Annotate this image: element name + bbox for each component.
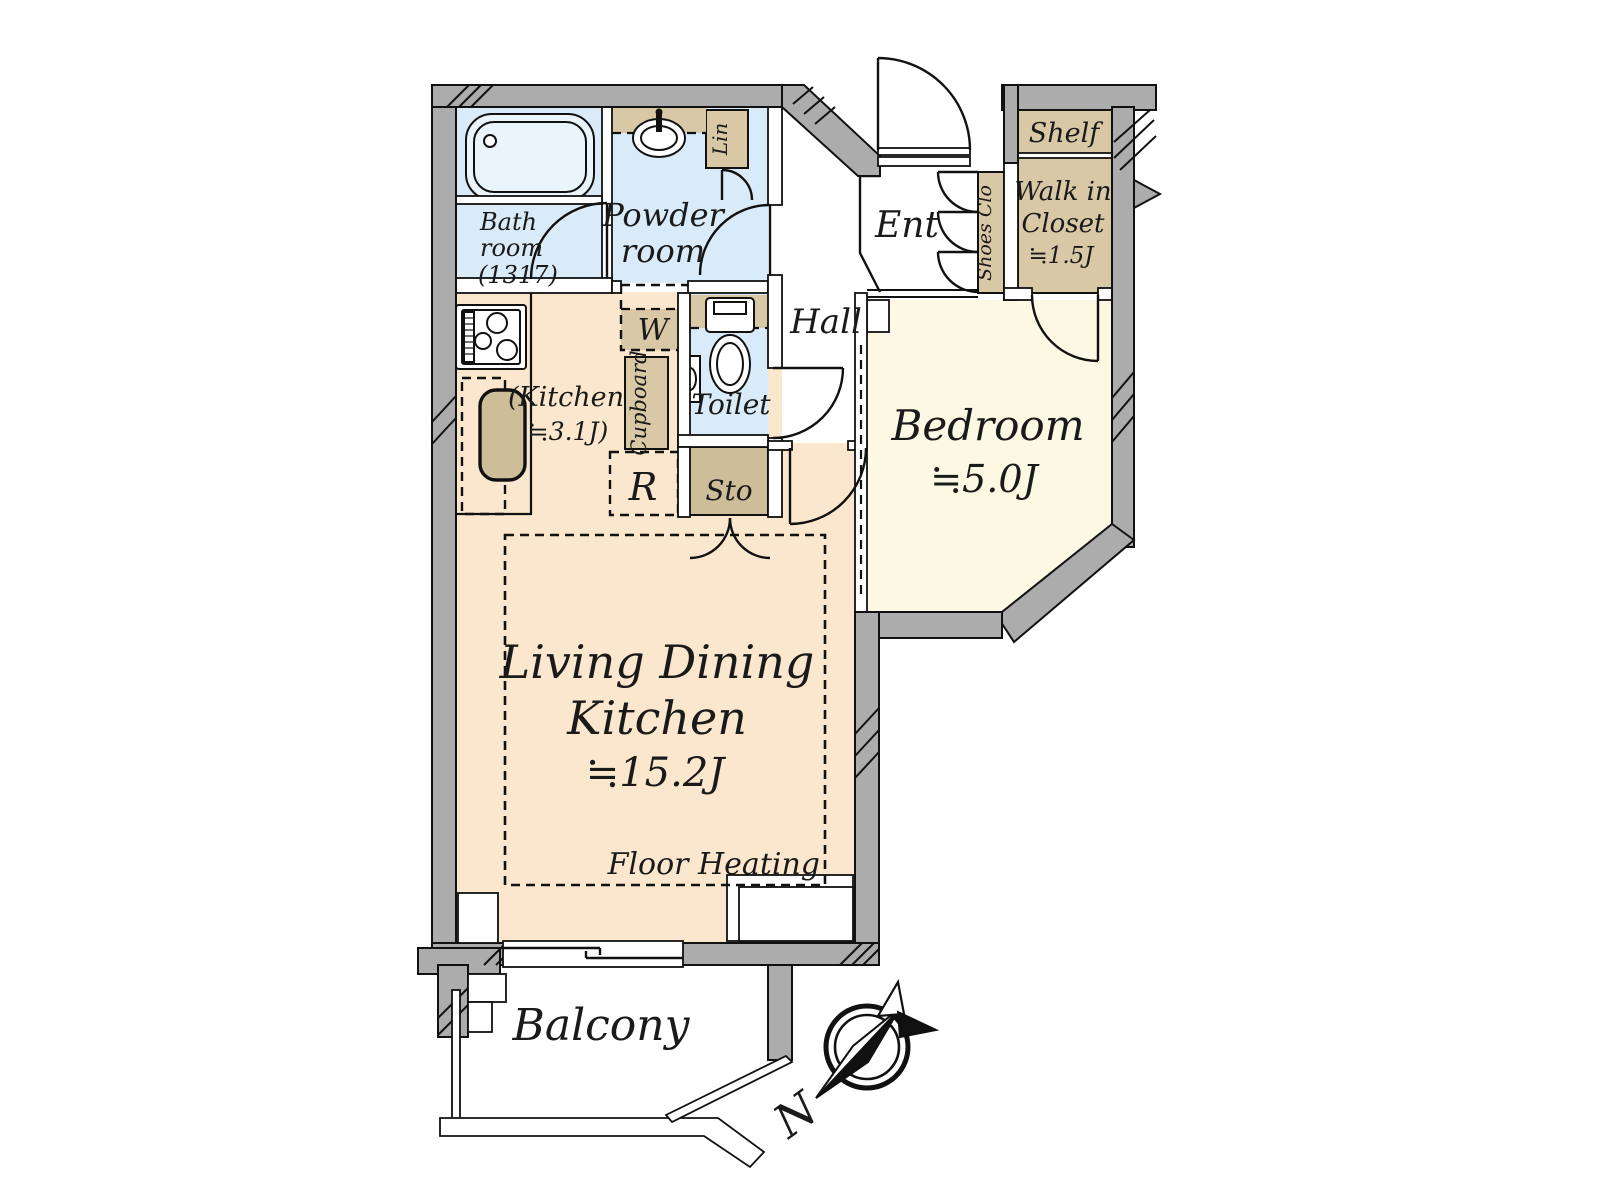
wall-segment: [677, 446, 691, 518]
washer-slot: [621, 309, 688, 350]
kitchen-label-line2: ≒3.1J): [528, 417, 608, 446]
shoes-closet-label: Shoes Clo: [974, 185, 996, 281]
toilet-label: Toilet: [691, 388, 771, 421]
wall-segment: [781, 84, 881, 177]
balcony-step: [467, 1001, 493, 1033]
ldk-size-label: ≒15.2J: [586, 750, 727, 796]
bathroom-door: [529, 201, 609, 280]
shoes-closet-doors: [936, 170, 979, 294]
wic-label-line2: Closet: [1021, 209, 1105, 239]
compass-north-icon: [815, 978, 940, 1099]
wall-segment: [767, 106, 783, 206]
wall-segment: [995, 522, 1136, 644]
kitchen-sink: [478, 388, 527, 482]
balcony-left-rail: [451, 989, 461, 1121]
wic-label-line1: Walk in: [1014, 177, 1111, 207]
kitchen-label-line1: (Kitchen: [508, 382, 624, 413]
wall-segment: [431, 84, 457, 966]
wall-segment: [1001, 84, 1157, 111]
bathtub: [465, 113, 595, 201]
balcony-diagonal-rail: [664, 1054, 794, 1124]
ldk-label-line2: Kitchen: [566, 691, 747, 745]
hall-floor: [782, 150, 855, 443]
washer-slot-outline: [619, 283, 690, 352]
balcony-bottom-rail: [439, 1117, 766, 1169]
bedroom-size-label: ≒5.0J: [930, 457, 1039, 501]
floor-heating-label: Floor Heating: [607, 847, 820, 882]
wall-segment: [677, 292, 691, 448]
refrigerator-label: R: [628, 465, 658, 509]
wall-segment: [854, 611, 880, 966]
balcony-step: [467, 973, 507, 1003]
wall-segment: [767, 440, 793, 451]
bathroom-label-line1: Bath: [479, 208, 537, 236]
wall-segment: [687, 280, 769, 294]
storage-doors: [689, 517, 771, 560]
toilet-door: [772, 366, 845, 440]
balcony-sliding-window: [502, 940, 684, 968]
wall-segment: [611, 280, 622, 294]
kitchen-unit-outline: [456, 292, 533, 516]
balcony-railings: [439, 989, 794, 1169]
entrance-door-sill: [877, 147, 971, 156]
entrance-label: Ent: [874, 205, 939, 246]
powder-room-label-line2: room: [621, 232, 705, 270]
linen-door: [720, 168, 754, 201]
shoes-closet-area: [977, 171, 1005, 294]
wall-segment: [767, 274, 783, 369]
wall-segment: [1003, 287, 1033, 301]
balcony-divider-wall: [767, 964, 793, 1061]
bathroom-label-line3: (1317): [478, 261, 558, 289]
bedroom-floor: [867, 300, 1112, 616]
wall-segment: [767, 446, 783, 518]
wic-size-label: ≒1.5J: [1028, 243, 1095, 269]
balcony-label: Balcony: [512, 1000, 691, 1051]
ldk-alcove: [457, 892, 499, 944]
cupboard-label: Cupboard: [627, 350, 651, 455]
walk-in-closet-door: [1030, 294, 1100, 363]
entrance-door: [876, 56, 972, 151]
doors: [529, 56, 1100, 560]
stove: [455, 304, 527, 370]
shelf-label: Shelf: [1029, 118, 1103, 149]
powder-room-label-line1: Powder: [601, 196, 725, 234]
compass-north-label: N: [763, 1080, 830, 1149]
washer-label: W: [638, 313, 671, 348]
hall-label: Hall: [789, 302, 862, 342]
powder-room-door: [698, 203, 772, 276]
storage-label: Sto: [705, 474, 752, 507]
bedroom-pillar: [866, 299, 890, 333]
bathroom-label-line2: room: [480, 234, 543, 262]
windows: [457, 147, 971, 1033]
window-bay-inner: [738, 886, 854, 942]
wall-segment: [1097, 287, 1113, 301]
wall-segment: [1017, 152, 1113, 159]
bedroom-label: Bedroom: [890, 401, 1084, 450]
wall-segment: [677, 434, 769, 448]
wall-notch: [1133, 178, 1163, 210]
floor-heating-zone: [503, 533, 827, 887]
wall-segment: [455, 195, 603, 205]
linen-closet-area: [705, 109, 749, 169]
linen-label: Lin: [708, 123, 732, 157]
cupboard-unit: [624, 356, 669, 450]
ldk-door: [788, 447, 868, 526]
wall-segment: [1111, 106, 1135, 548]
wall-segment: [1003, 84, 1019, 164]
ldk-label-line1: Living Dining: [499, 635, 815, 689]
refrigerator-slot: [608, 450, 680, 517]
wall-hatch-marks: [431, 84, 1157, 1036]
wall-segment: [431, 84, 783, 108]
entrance-door-sill: [877, 156, 971, 167]
powder-sink: [632, 108, 686, 158]
